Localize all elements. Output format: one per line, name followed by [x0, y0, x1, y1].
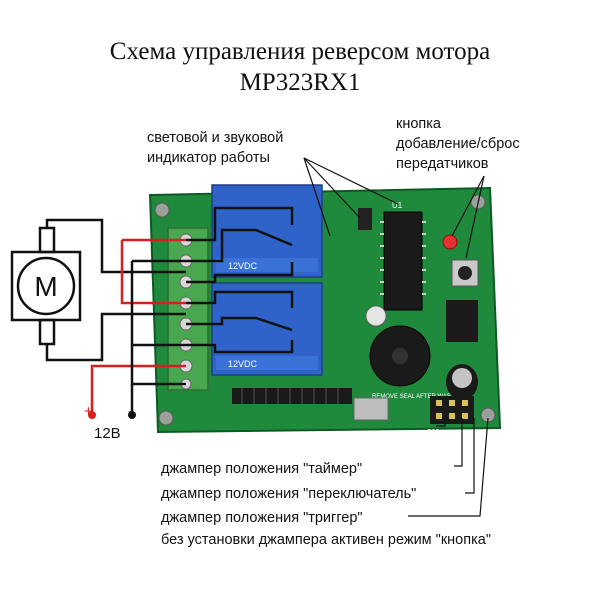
push-button-icon	[451, 259, 479, 287]
transistor-icon	[358, 208, 372, 230]
indicator-label-line2: индикатор работы	[147, 150, 270, 166]
motor-symbol: M	[34, 271, 57, 302]
diagram-title-line2: MP323RX1	[239, 69, 361, 96]
buzzer-label: REMOVE SEAL AFTER WASHING	[372, 394, 466, 400]
power-voltage-label: 12В	[94, 425, 121, 442]
power-plus-label: +	[84, 403, 93, 420]
power-terminal-minus	[128, 411, 136, 419]
jumper-annotation-lines	[408, 417, 489, 517]
chip-label: U1	[392, 201, 403, 210]
led-icon	[442, 234, 458, 250]
diagram-title-line1: Схема управления реверсом мотора	[109, 38, 491, 65]
motor-wires	[45, 218, 186, 362]
capacitor-icon	[365, 305, 387, 327]
jumper-trigger-label: джампер положения "триггер"	[161, 510, 363, 526]
jumper-header: S09	[427, 396, 474, 436]
relay-2-label: 12VDC	[228, 359, 258, 369]
no-jumper-label: без установки джампера активен режим "кн…	[161, 532, 491, 548]
jumper-timer-label: джампер положения "таймер"	[161, 461, 363, 477]
button-label-line3: передатчиков	[396, 156, 489, 172]
power-terminal-plus	[88, 411, 96, 419]
jumper-switch-label: джампер положения "переключатель"	[161, 486, 417, 502]
antenna-coil	[232, 388, 389, 421]
motor-icon	[16, 256, 76, 316]
ground-wires	[130, 259, 186, 415]
relay-2: 12VDC	[211, 282, 323, 376]
mount-hole-icon	[154, 202, 170, 218]
chip-small	[446, 300, 478, 342]
power-minus-label: -	[128, 403, 133, 420]
button-label-line1: кнопка	[396, 116, 441, 132]
indicator-label-line1: световой и звуковой	[147, 130, 284, 146]
buzzer-icon: REMOVE SEAL AFTER WASHING	[369, 325, 466, 400]
annotation-lines	[303, 157, 485, 259]
button-label-line2: добавление/сброс	[396, 136, 520, 152]
mount-hole-icon	[158, 410, 174, 426]
relay-contacts	[186, 206, 294, 354]
relay-1-label: 12VDC	[228, 261, 258, 271]
motor: M	[10, 226, 82, 346]
power-wires-red	[90, 238, 186, 415]
electrolytic-capacitor-icon	[446, 364, 478, 400]
jumper-label: S09	[427, 429, 440, 436]
chip-u1: U1	[380, 201, 426, 311]
